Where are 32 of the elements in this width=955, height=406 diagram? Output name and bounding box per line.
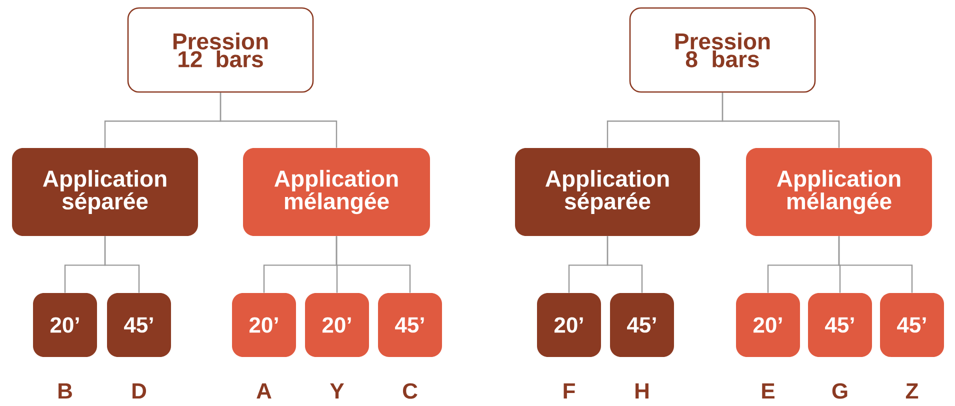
duration-box: 45’ — [808, 293, 872, 357]
letter-label: F — [564, 383, 575, 399]
duration-box: 45’ — [107, 293, 172, 357]
letter-label: D — [132, 383, 146, 399]
connector-line — [838, 236, 913, 293]
connector-line — [220, 92, 338, 148]
connector-line — [606, 236, 643, 293]
connector-line — [722, 92, 840, 148]
duration-box: 20’ — [537, 293, 601, 357]
letter-label: C — [402, 383, 418, 399]
letter-label: H — [636, 383, 648, 399]
pressure-box: Pression 8 bars — [629, 7, 816, 93]
letter-label: Z — [906, 383, 918, 399]
letter-label: Y — [330, 383, 344, 399]
letter-label: G — [832, 383, 848, 399]
duration-box: 20’ — [33, 293, 98, 357]
letter-label: E — [762, 383, 774, 399]
duration-box: 20’ — [736, 293, 800, 357]
duration-box: 45’ — [610, 293, 674, 357]
category-box: Application séparée — [12, 148, 198, 236]
category-box: Application séparée — [515, 148, 700, 236]
letter-label: B — [58, 383, 72, 399]
connector-line — [104, 236, 140, 293]
duration-box: 20’ — [305, 293, 369, 357]
duration-box: 45’ — [880, 293, 944, 357]
letter-label: A — [256, 383, 272, 399]
category-box: Application mélangée — [243, 148, 430, 236]
connector-line — [336, 236, 411, 293]
category-box: Application mélangée — [746, 148, 932, 236]
duration-box: 20’ — [232, 293, 296, 357]
pressure-box: Pression 12 bars — [127, 7, 314, 93]
duration-box: 45’ — [378, 293, 442, 357]
